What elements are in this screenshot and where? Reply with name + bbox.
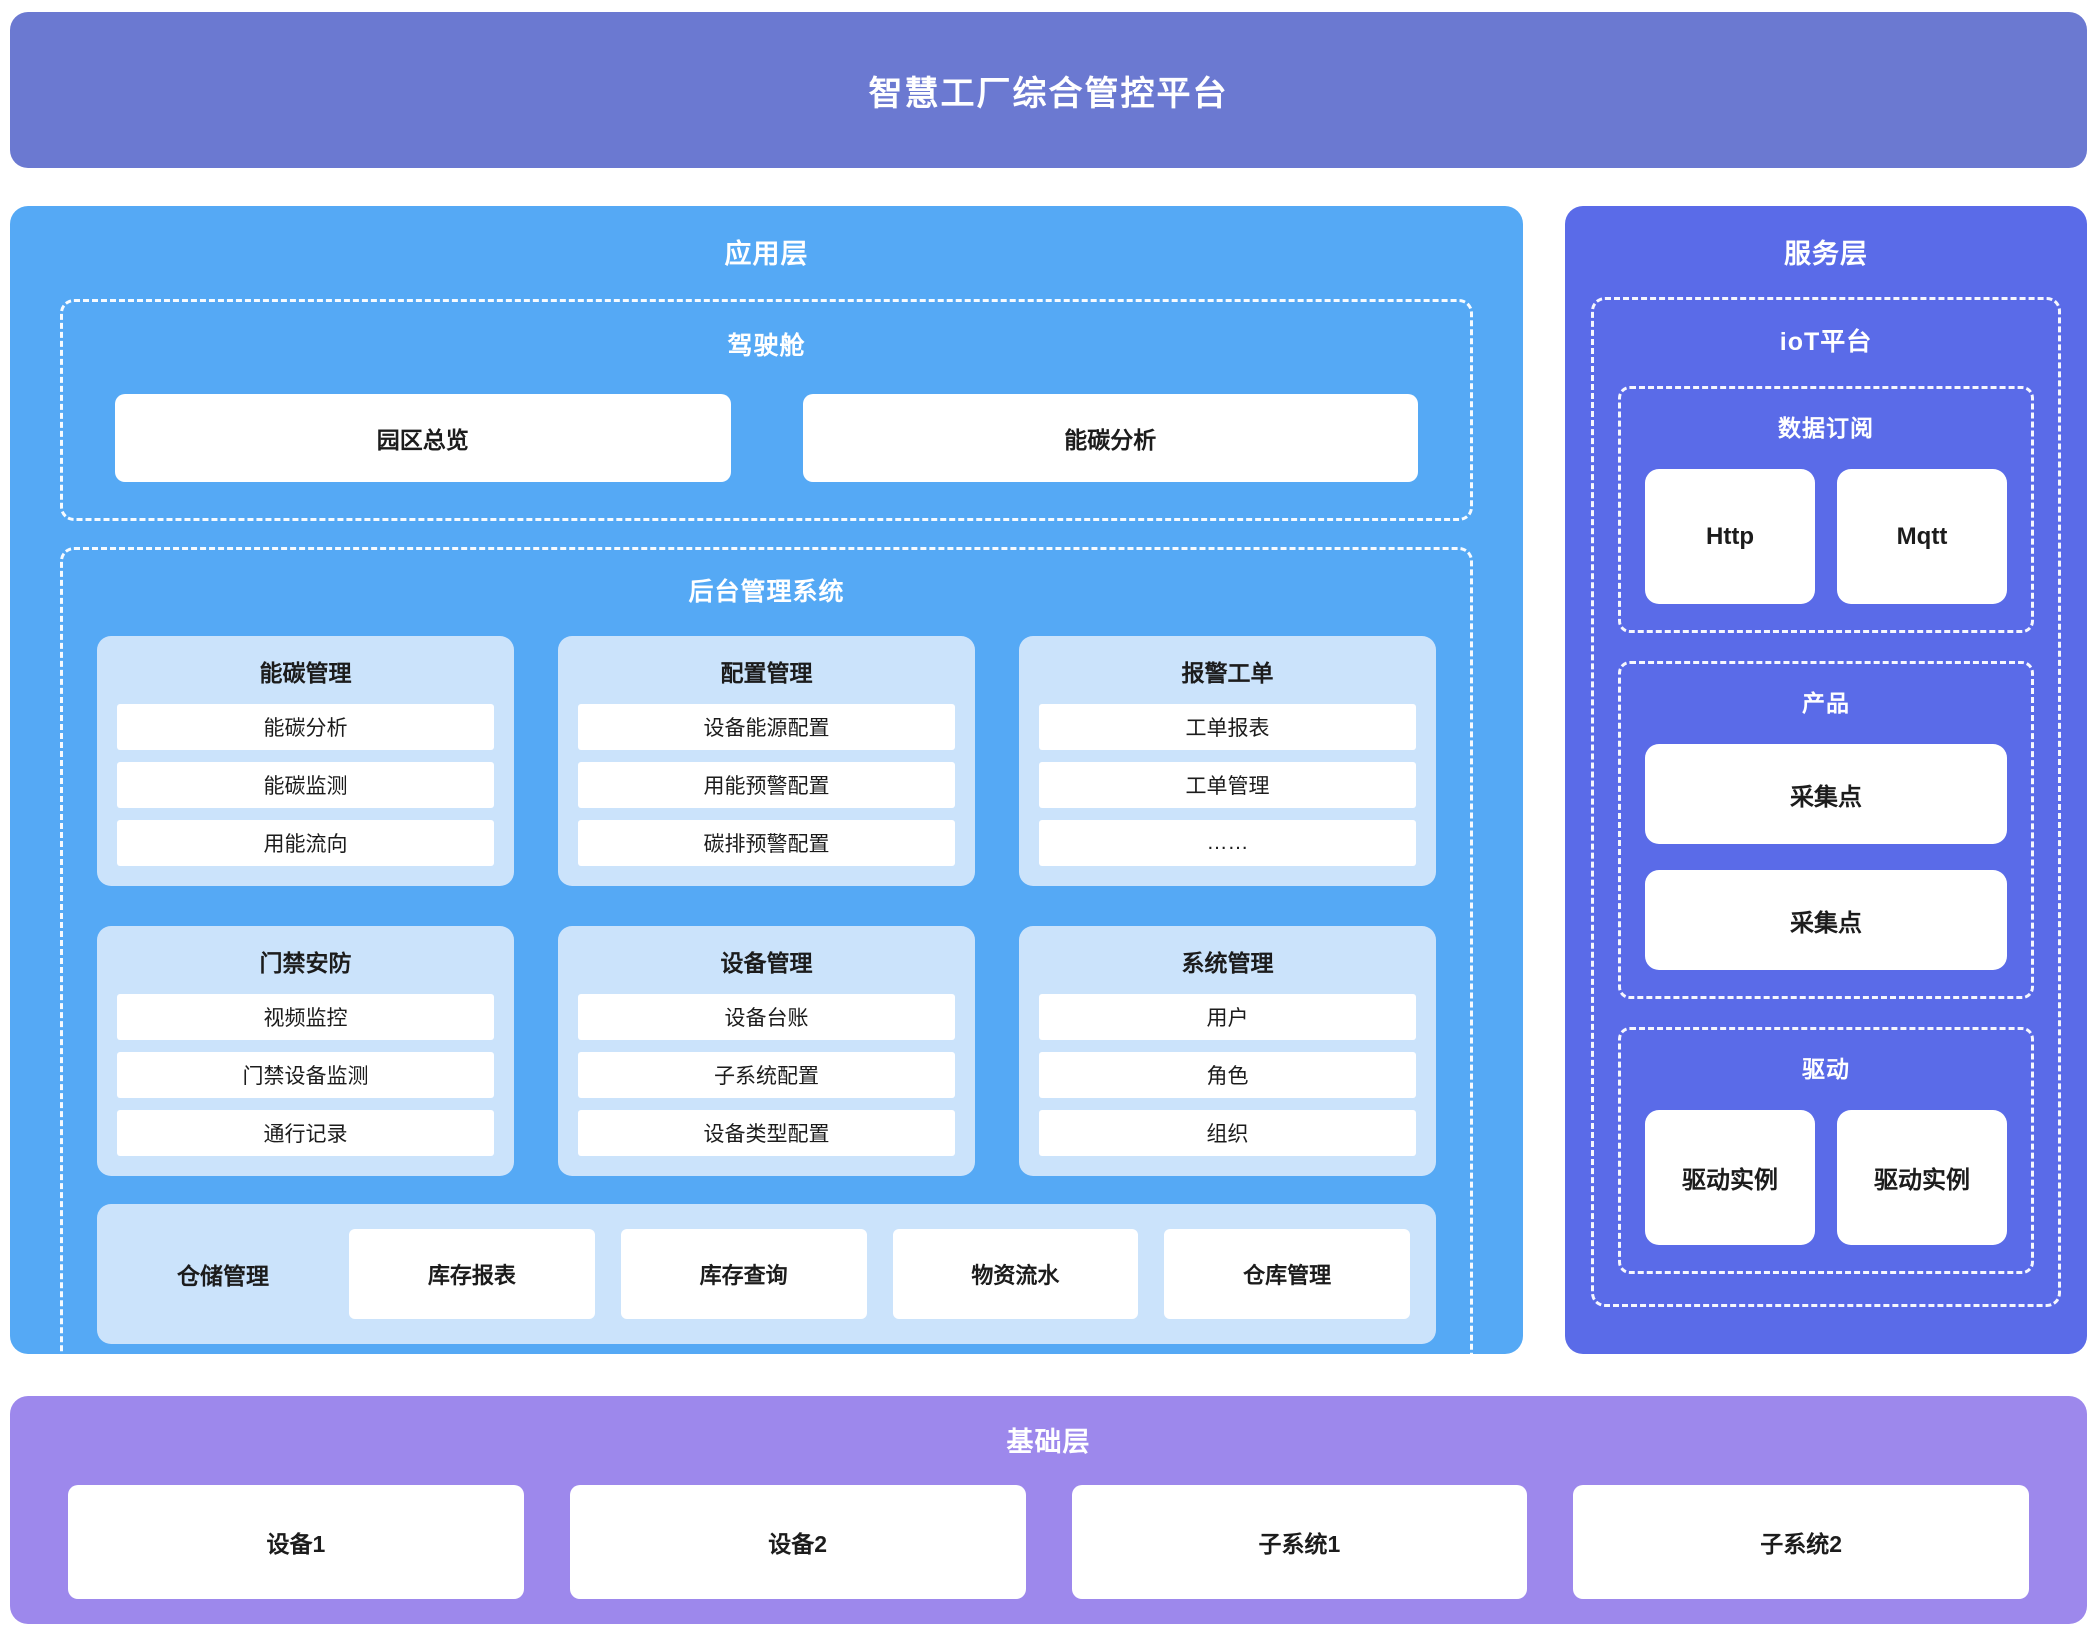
subsystem-box: 子系统2 xyxy=(1573,1485,2029,1599)
group-title: 能碳管理 xyxy=(259,660,352,686)
http-box: Http xyxy=(1645,469,1815,604)
data-subscription-row: Http Mqtt xyxy=(1645,469,2007,604)
cockpit-box-energy-carbon-analysis: 能碳分析 xyxy=(802,394,1418,482)
group-item: 用户 xyxy=(1039,994,1416,1040)
cockpit-title: 驾驶舱 xyxy=(727,332,806,360)
driver-instance-box: 驱动实例 xyxy=(1645,1110,1815,1245)
group-item: 组织 xyxy=(1039,1110,1416,1156)
driver-instance-box: 驱动实例 xyxy=(1837,1110,2007,1245)
warehouse-title: 仓储管理 xyxy=(177,1263,269,1289)
group-card-device-management: 设备管理 设备台账 子系统配置 设备类型配置 xyxy=(558,926,975,1176)
cockpit-section: 驾驶舱 园区总览 能碳分析 xyxy=(60,299,1473,521)
group-item: 用能预警配置 xyxy=(578,762,955,808)
group-card-access-security: 门禁安防 视频监控 门禁设备监测 通行记录 xyxy=(97,926,514,1176)
driver-row: 驱动实例 驱动实例 xyxy=(1645,1110,2007,1245)
warehouse-card: 仓储管理 库存报表 库存查询 物资流水 仓库管理 xyxy=(97,1204,1436,1344)
group-title: 设备管理 xyxy=(720,950,813,976)
collection-point-box: 采集点 xyxy=(1645,870,2007,970)
group-item: 用能流向 xyxy=(117,820,494,866)
device-box: 设备1 xyxy=(68,1485,524,1599)
group-item: 子系统配置 xyxy=(578,1052,955,1098)
iot-platform-title: ioT平台 xyxy=(1779,328,1873,356)
warehouse-item: 库存报表 xyxy=(349,1229,595,1319)
group-title: 系统管理 xyxy=(1181,950,1274,976)
group-item: 工单管理 xyxy=(1039,762,1416,808)
group-item: 设备能源配置 xyxy=(578,704,955,750)
group-item: 能碳分析 xyxy=(117,704,494,750)
group-item: 门禁设备监测 xyxy=(117,1052,494,1098)
cockpit-box-park-overview: 园区总览 xyxy=(115,394,731,482)
data-subscription-title: 数据订阅 xyxy=(1778,415,1874,441)
driver-title: 驱动 xyxy=(1802,1056,1850,1082)
group-item: 碳排预警配置 xyxy=(578,820,955,866)
group-title: 门禁安防 xyxy=(259,950,352,976)
application-layer-panel: 应用层 驾驶舱 园区总览 能碳分析 后台管理系统 能碳管理 能碳分析 能碳监测 … xyxy=(10,206,1523,1369)
cockpit-row: 园区总览 能碳分析 xyxy=(115,394,1418,482)
application-layer-title: 应用层 xyxy=(724,239,809,269)
foundation-layer-panel: 基础层 设备1 设备2 子系统1 子系统2 xyxy=(10,1396,2087,1624)
backend-title: 后台管理系统 xyxy=(688,578,845,606)
subsystem-box: 子系统1 xyxy=(1071,1485,1528,1599)
group-card-system-management: 系统管理 用户 角色 组织 xyxy=(1019,926,1436,1176)
platform-banner: 智慧工厂综合管控平台 xyxy=(10,12,2087,168)
data-subscription-section: 数据订阅 Http Mqtt xyxy=(1618,386,2034,633)
service-layer-title: 服务层 xyxy=(1784,239,1868,269)
warehouse-item: 物资流水 xyxy=(892,1229,1139,1319)
product-title: 产品 xyxy=(1802,690,1850,716)
driver-section: 驱动 驱动实例 驱动实例 xyxy=(1618,1027,2034,1274)
foundation-layer-title: 基础层 xyxy=(1006,1427,1091,1457)
product-section: 产品 采集点 采集点 xyxy=(1618,661,2034,999)
mqtt-box: Mqtt xyxy=(1837,469,2007,604)
backend-groups-grid: 能碳管理 能碳分析 能碳监测 用能流向 配置管理 设备能源配置 用能预警配置 碳… xyxy=(97,636,1436,1176)
group-item: 角色 xyxy=(1039,1052,1416,1098)
warehouse-item: 库存查询 xyxy=(620,1229,867,1319)
iot-platform-section: ioT平台 数据订阅 Http Mqtt 产品 采集点 采集点 xyxy=(1591,297,2061,1307)
warehouse-item: 仓库管理 xyxy=(1164,1229,1410,1319)
group-item: 设备类型配置 xyxy=(578,1110,955,1156)
group-card-energy-carbon: 能碳管理 能碳分析 能碳监测 用能流向 xyxy=(97,636,514,886)
group-card-configuration: 配置管理 设备能源配置 用能预警配置 碳排预警配置 xyxy=(558,636,975,886)
collection-point-box: 采集点 xyxy=(1645,744,2007,844)
group-item-ellipsis: …… xyxy=(1039,820,1416,866)
page-title: 智慧工厂综合管控平台 xyxy=(868,74,1229,113)
product-column: 采集点 采集点 xyxy=(1645,744,2007,970)
group-item: 通行记录 xyxy=(117,1110,494,1156)
device-box: 设备2 xyxy=(569,1485,1026,1599)
main-row: 应用层 驾驶舱 园区总览 能碳分析 后台管理系统 能碳管理 能碳分析 能碳监测 … xyxy=(10,206,2087,1369)
group-title: 报警工单 xyxy=(1181,660,1274,686)
group-card-alarm-workorder: 报警工单 工单报表 工单管理 …… xyxy=(1019,636,1436,886)
group-title: 配置管理 xyxy=(720,660,813,686)
group-item: 工单报表 xyxy=(1039,704,1416,750)
service-layer-panel: 服务层 ioT平台 数据订阅 Http Mqtt 产品 采集点 采集点 xyxy=(1565,206,2087,1354)
group-item: 设备台账 xyxy=(578,994,955,1040)
group-item: 能碳监测 xyxy=(117,762,494,808)
backend-section: 后台管理系统 能碳管理 能碳分析 能碳监测 用能流向 配置管理 设备能源配置 用… xyxy=(60,547,1473,1369)
foundation-row: 设备1 设备2 子系统1 子系统2 xyxy=(68,1485,2029,1599)
group-item: 视频监控 xyxy=(117,994,494,1040)
